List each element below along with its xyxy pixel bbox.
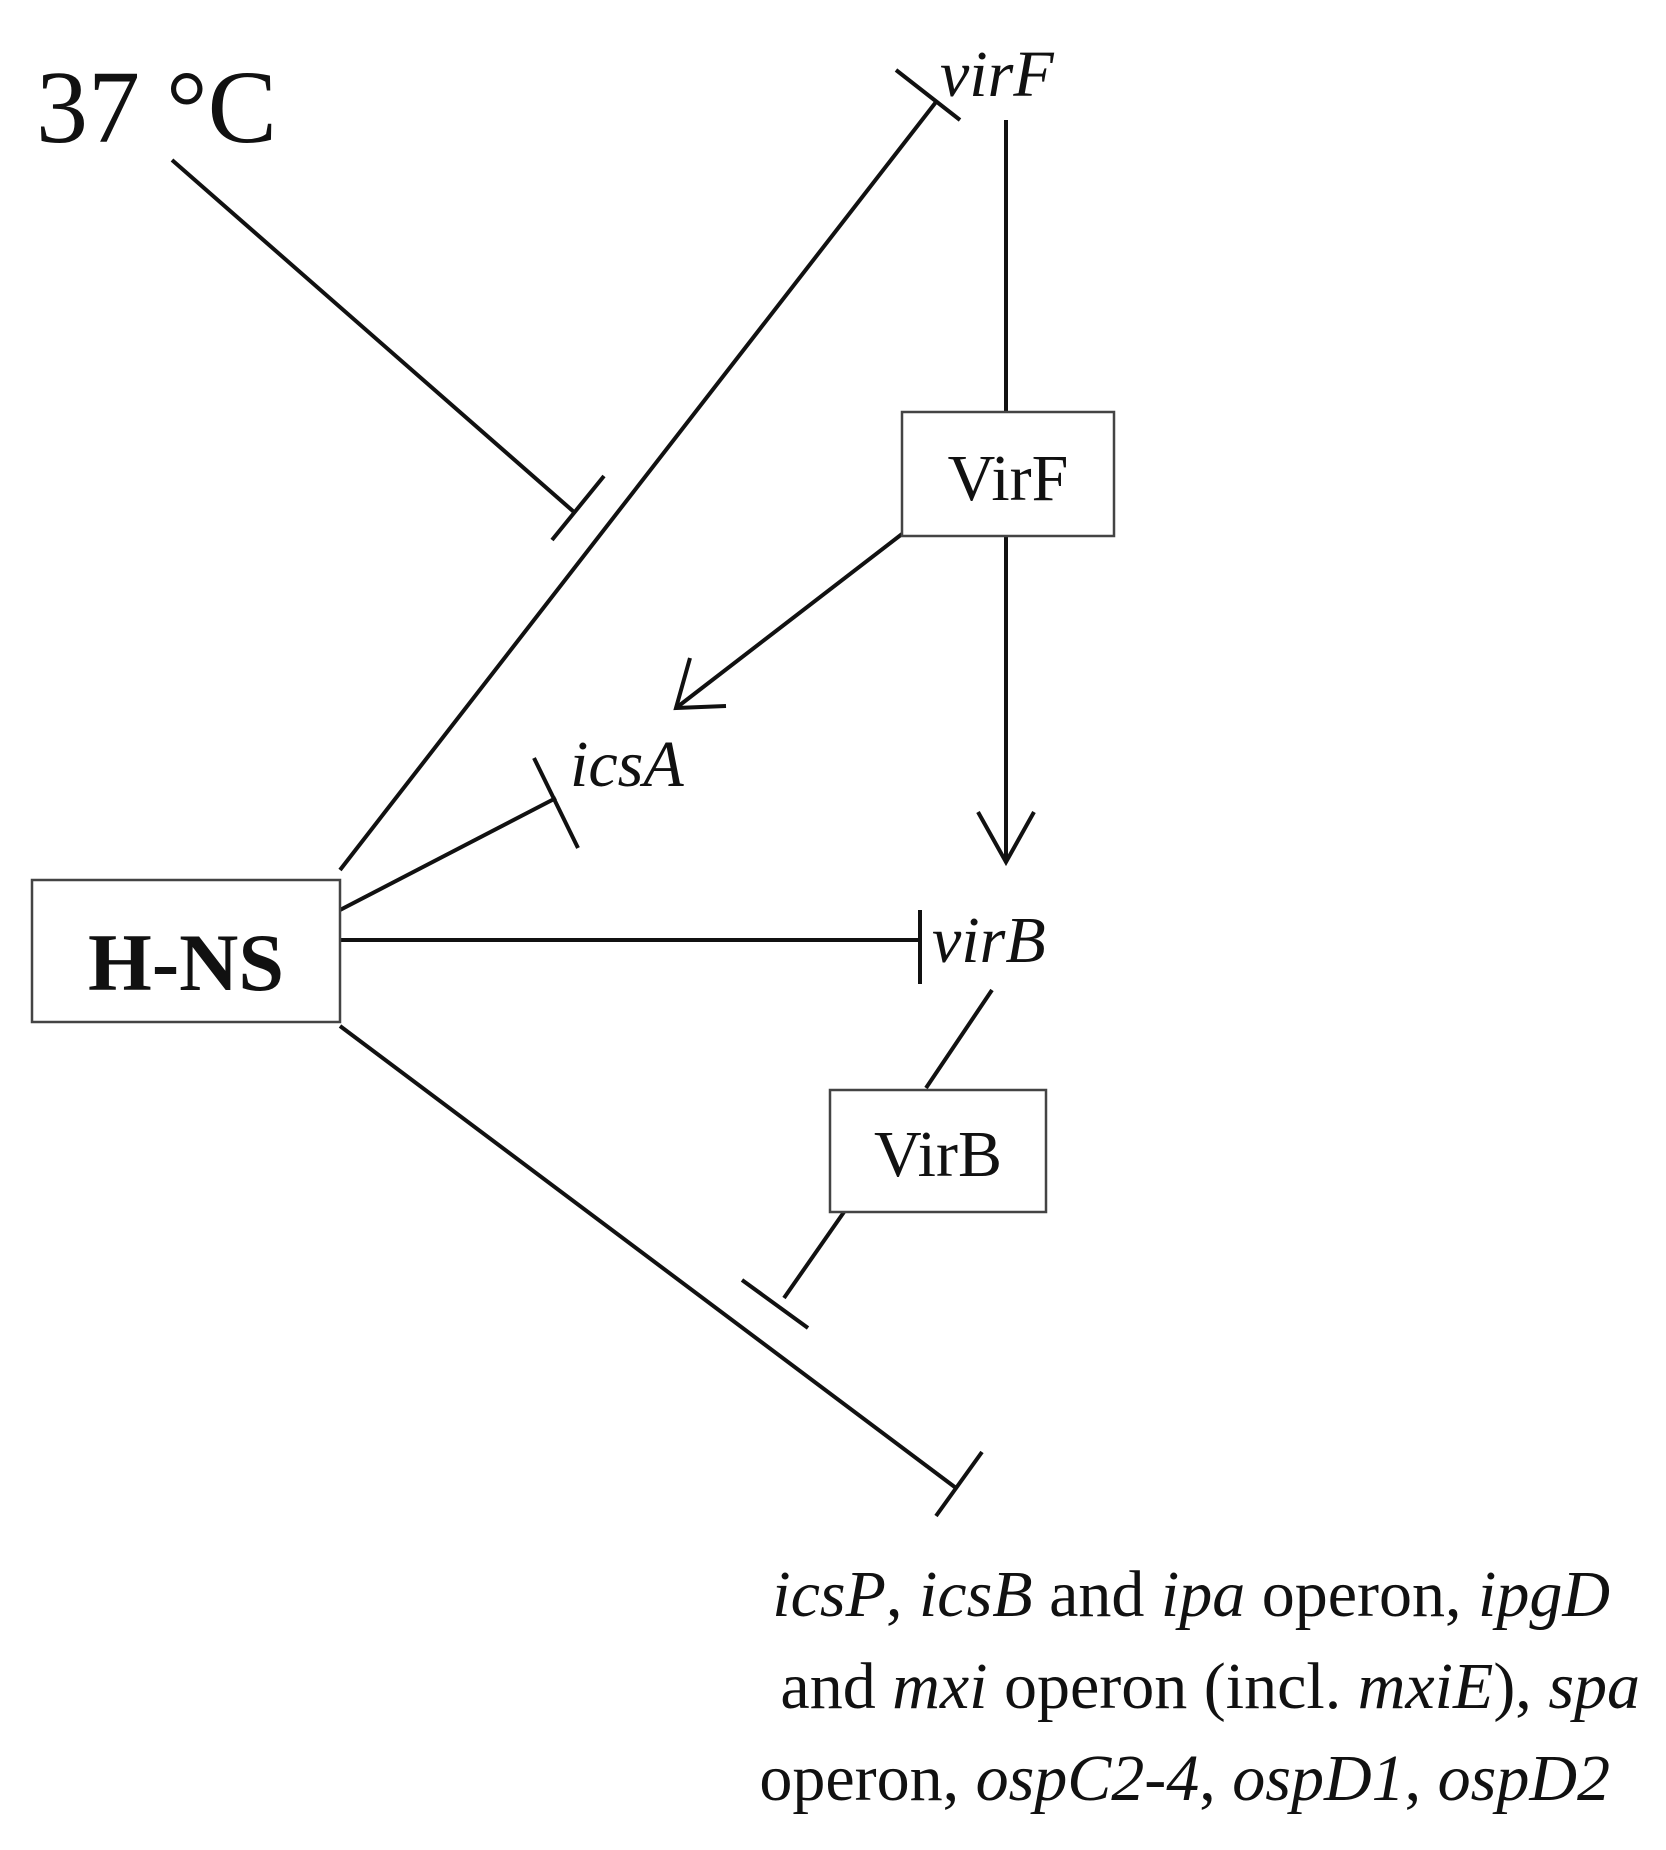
virB-protein-box bbox=[828, 1088, 1048, 1214]
caption-line1-segment-3: and bbox=[1033, 1558, 1161, 1631]
caption-line1-segment-0: icsP bbox=[772, 1558, 886, 1631]
hns-targets-inhibition-bar bbox=[934, 1450, 984, 1518]
virF-virB-arrowhead bbox=[976, 811, 1036, 867]
caption-line2-segment-4: ), bbox=[1493, 1650, 1548, 1723]
caption-line1-segment-6: ipgD bbox=[1478, 1558, 1610, 1631]
targets-caption-line1: icsP, icsB and ipa operon, ipgD bbox=[772, 1558, 1610, 1631]
virB-antirepression-line bbox=[782, 1210, 846, 1300]
virB-gene-label: virB bbox=[932, 904, 1046, 977]
caption-line3-segment-5: ospD2 bbox=[1438, 1742, 1610, 1815]
caption-line3-segment-1: ospC2-4 bbox=[976, 1742, 1200, 1815]
targets-caption-line3: operon, ospC2-4, ospD1, ospD2 bbox=[759, 1742, 1610, 1815]
virB-expression-line bbox=[924, 988, 994, 1090]
caption-line2-segment-1: mxi bbox=[892, 1650, 987, 1723]
hns-icsA-inhibition-line bbox=[339, 796, 557, 912]
virB-antirepression-bar bbox=[740, 1278, 810, 1330]
caption-line3-segment-3: ospD1 bbox=[1232, 1742, 1404, 1815]
hns-label: H-NS bbox=[88, 917, 284, 1008]
caption-line1-segment-1: , bbox=[886, 1558, 919, 1631]
caption-line1-segment-4: ipa bbox=[1161, 1558, 1245, 1631]
caption-line3-segment-2: , bbox=[1199, 1742, 1232, 1815]
virF-protein-box bbox=[900, 410, 1116, 538]
caption-line1-segment-2: icsB bbox=[919, 1558, 1033, 1631]
caption-line3-segment-0: operon, bbox=[759, 1742, 975, 1815]
hns-icsA-inhibition-bar bbox=[532, 757, 580, 849]
caption-line2-segment-2: operon (incl. bbox=[988, 1650, 1358, 1723]
hns-virF-inhibition-line bbox=[338, 100, 938, 872]
temperature-label: 37 °C bbox=[36, 50, 277, 165]
caption-line1-segment-5: operon, bbox=[1245, 1558, 1478, 1631]
targets-caption-line2: and mxi operon (incl. mxiE), spa bbox=[780, 1650, 1640, 1723]
caption-line2-segment-0: and bbox=[780, 1650, 892, 1723]
temperature-inhibition-bar bbox=[550, 474, 606, 542]
caption-line3-segment-4: , bbox=[1405, 1742, 1438, 1815]
hns-box bbox=[30, 878, 342, 1024]
virF-icsA-activation-line bbox=[674, 532, 904, 710]
virF-protein-label: VirF bbox=[948, 442, 1069, 515]
temperature-inhibition-line bbox=[170, 158, 576, 514]
icsA-gene-label: icsA bbox=[570, 728, 684, 801]
hns-targets-inhibition-line bbox=[338, 1024, 958, 1490]
caption-line2-segment-3: mxiE bbox=[1358, 1650, 1494, 1723]
virF-gene-label: virF bbox=[940, 38, 1054, 111]
virB-protein-label: VirB bbox=[874, 1118, 1002, 1191]
caption-line2-segment-5: spa bbox=[1548, 1650, 1640, 1723]
virF-icsA-arrowhead bbox=[673, 657, 727, 711]
hns-virF-inhibition-bar bbox=[894, 68, 962, 122]
